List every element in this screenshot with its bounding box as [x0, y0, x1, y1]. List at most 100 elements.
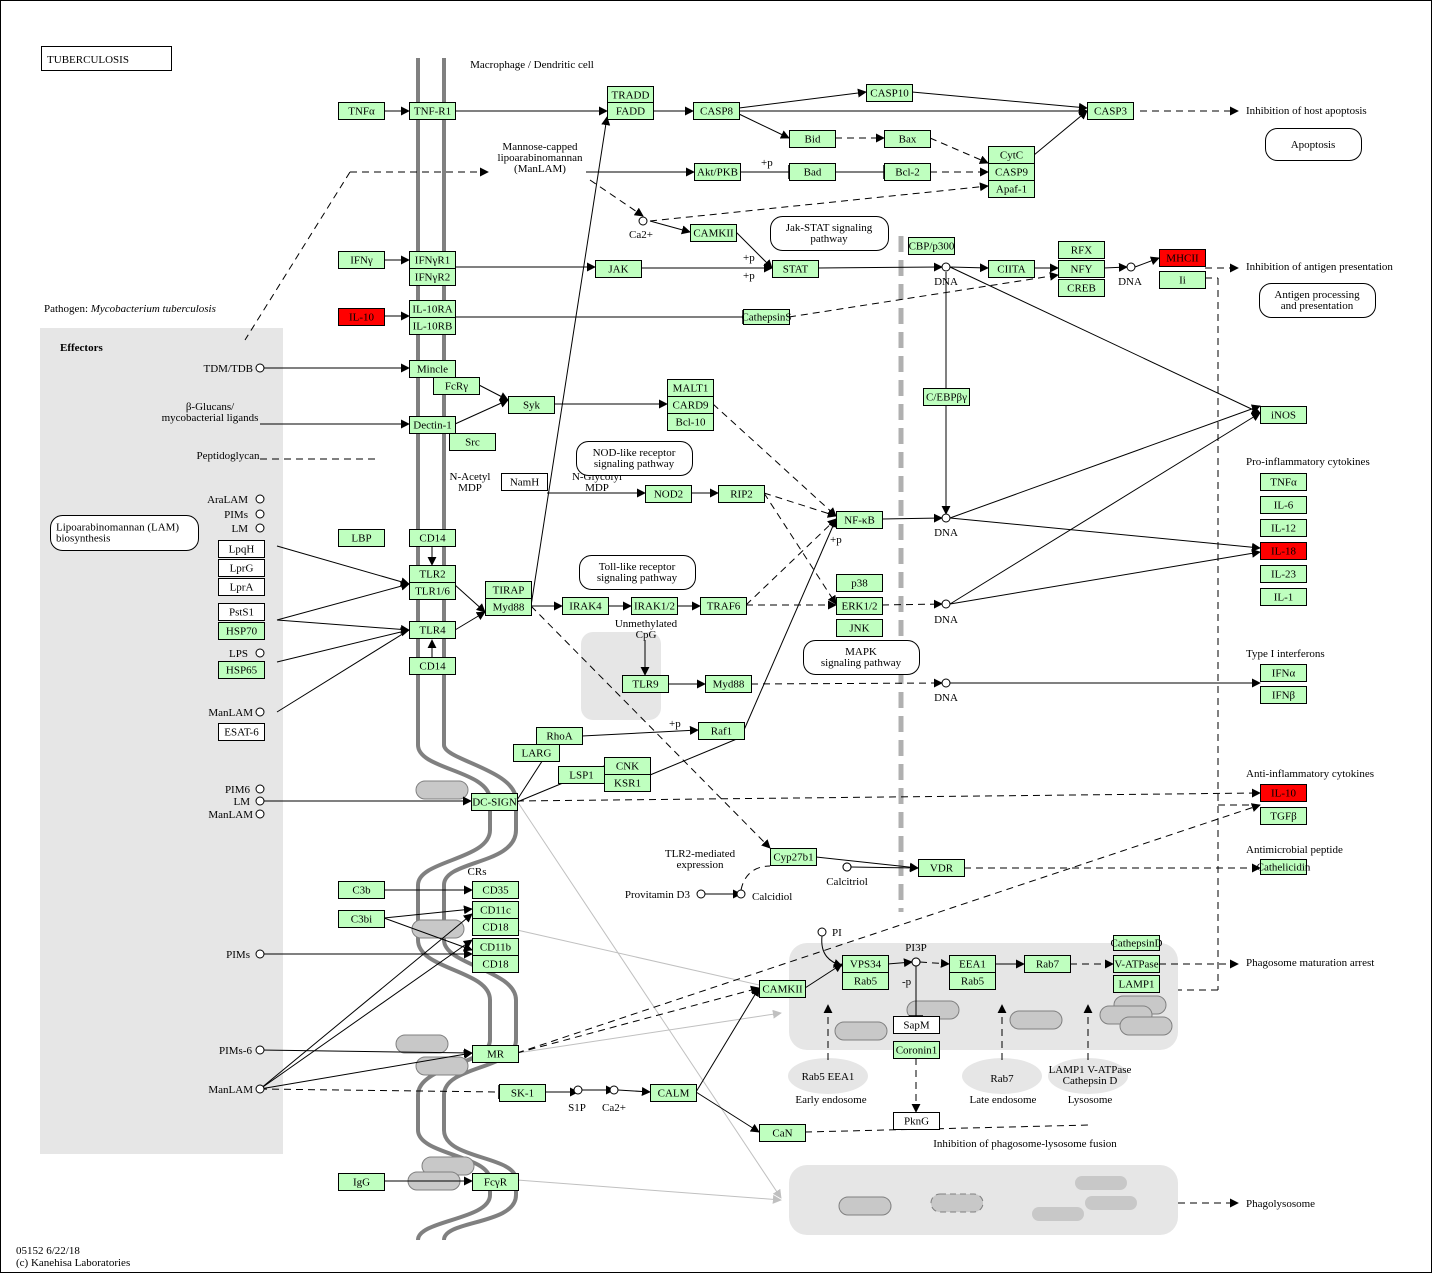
gene-il1[interactable]: IL-1: [1260, 588, 1307, 606]
gene-il10_out[interactable]: IL-10: [1260, 784, 1307, 802]
gene-lprg[interactable]: LprG: [218, 559, 265, 577]
gene-dcsign[interactable]: DC-SIGN: [471, 793, 518, 811]
gene-irak12[interactable]: IRAK1/2: [631, 597, 678, 615]
gene-myd88[interactable]: Myd88: [485, 598, 532, 616]
gene-camkii_top[interactable]: CAMKII: [690, 224, 737, 242]
gene-vdr[interactable]: VDR: [918, 859, 965, 877]
gene-hsp65[interactable]: HSP65: [218, 661, 265, 679]
gene-il12[interactable]: IL-12: [1260, 519, 1307, 537]
gene-irak4[interactable]: IRAK4: [562, 597, 609, 615]
gene-sk1[interactable]: SK-1: [499, 1084, 546, 1102]
gene-casp9[interactable]: CASP9: [988, 163, 1035, 181]
gene-nfkb[interactable]: NF-κB: [836, 511, 883, 529]
gene-ifnb[interactable]: IFNβ: [1260, 686, 1307, 704]
gene-cyp27b1[interactable]: Cyp27b1: [770, 848, 817, 866]
compound-lps[interactable]: LPS: [229, 648, 265, 660]
gene-tnfa[interactable]: TNFα: [1260, 473, 1307, 491]
gene-il18[interactable]: IL-18: [1260, 542, 1307, 560]
gene-cathelicidin[interactable]: Cathelicidin: [1257, 859, 1311, 875]
gene-dectin1[interactable]: Dectin-1: [409, 416, 456, 434]
gene-ifngr2[interactable]: IFNγR2: [409, 268, 456, 286]
gene-tnfa_in[interactable]: TNFα: [338, 102, 385, 120]
gene-rip2[interactable]: RIP2: [718, 485, 765, 503]
gene-stat[interactable]: STAT: [772, 260, 819, 278]
gene-inos[interactable]: iNOS: [1260, 406, 1307, 424]
compound-ca_bottom[interactable]: Ca2+: [602, 1085, 626, 1114]
gene-jak[interactable]: JAK: [595, 260, 642, 278]
gene-c3bi[interactable]: C3bi: [338, 910, 385, 928]
gene-eea1[interactable]: EEA1: [949, 955, 996, 973]
gene-syk[interactable]: Syk: [508, 396, 555, 414]
gene-lpra[interactable]: LprA: [218, 578, 265, 596]
gene-ifna[interactable]: IFNα: [1260, 664, 1307, 682]
compound-provitd3[interactable]: Provitamin D3: [625, 889, 706, 901]
compound-s1p[interactable]: S1P: [568, 1085, 586, 1114]
gene-c3b[interactable]: C3b: [338, 881, 385, 899]
gene-cebpb[interactable]: C/EBPβγ: [923, 388, 970, 406]
compound-lm[interactable]: LM: [232, 523, 265, 535]
gene-tgfb[interactable]: TGFβ: [1260, 807, 1307, 825]
gene-rab7[interactable]: Rab7: [1024, 955, 1071, 973]
gene-apaf1[interactable]: Apaf-1: [988, 180, 1035, 198]
gene-mhcii[interactable]: MHCII: [1159, 249, 1206, 267]
gene-lamp1[interactable]: LAMP1: [1113, 975, 1160, 993]
gene-hsp70[interactable]: HSP70: [218, 622, 265, 640]
gene-bcl2[interactable]: Bcl-2: [884, 163, 931, 181]
gene-cd14b[interactable]: CD14: [409, 657, 456, 675]
gene-ifngr1[interactable]: IFNγR1: [409, 251, 456, 269]
gene-mr[interactable]: MR: [472, 1045, 519, 1063]
compound-calcidiol[interactable]: Calcidiol: [736, 889, 792, 903]
gene-vatp[interactable]: V-ATPase: [1113, 955, 1160, 973]
gene-tirap[interactable]: TIRAP: [485, 581, 532, 599]
gene-cd18a[interactable]: CD18: [472, 918, 519, 936]
gene-cnk[interactable]: CNK: [604, 757, 651, 775]
gene-tlr2[interactable]: TLR2: [409, 565, 456, 583]
gene-igg[interactable]: IgG: [338, 1173, 385, 1191]
compound-ca_top[interactable]: Ca2+: [629, 216, 653, 241]
gene-bax[interactable]: Bax: [884, 130, 931, 148]
gene-fcgr[interactable]: FcγR: [472, 1173, 519, 1191]
compound-aralam[interactable]: AraLAM: [207, 494, 265, 506]
compound-manlam3[interactable]: ManLAM: [208, 809, 265, 821]
gene-malt1[interactable]: MALT1: [667, 379, 714, 397]
gene-il10ra[interactable]: IL-10RA: [409, 300, 456, 318]
gene-nod2[interactable]: NOD2: [645, 485, 692, 503]
gene-bad[interactable]: Bad: [789, 163, 836, 181]
gene-vps34[interactable]: VPS34: [842, 955, 889, 973]
compound-manlam2[interactable]: ManLAM: [208, 707, 265, 719]
gene-camkii_b[interactable]: CAMKII: [759, 980, 806, 998]
gene-rab5a[interactable]: Rab5: [842, 972, 889, 990]
gene-rab5b[interactable]: Rab5: [949, 972, 996, 990]
pathway-link-lam[interactable]: Lipoarabinomannan (LAM)biosynthesis: [50, 515, 199, 551]
gene-lbp[interactable]: LBP: [338, 529, 385, 547]
gene-larg[interactable]: LARG: [513, 744, 560, 762]
gene-namh[interactable]: NamH: [501, 473, 548, 491]
compound-pims2[interactable]: PIMs: [226, 949, 265, 961]
gene-ii[interactable]: Ii: [1159, 271, 1206, 289]
gene-coronin[interactable]: Coronin1: [893, 1041, 940, 1059]
gene-creb[interactable]: CREB: [1058, 279, 1105, 297]
gene-tlr16[interactable]: TLR1/6: [409, 582, 456, 600]
gene-casp10[interactable]: CASP10: [866, 84, 913, 102]
compound-pim6[interactable]: PIM6: [225, 784, 265, 796]
gene-esat6[interactable]: ESAT-6: [218, 723, 265, 741]
gene-myd88b[interactable]: Myd88: [705, 675, 752, 693]
gene-ciita[interactable]: CIITA: [988, 260, 1035, 278]
gene-src[interactable]: Src: [449, 433, 496, 451]
gene-lpqh[interactable]: LpqH: [218, 540, 265, 558]
gene-cd18b[interactable]: CD18: [472, 955, 519, 973]
gene-tnfr1[interactable]: TNF-R1: [409, 102, 456, 120]
compound-pims[interactable]: PIMs: [224, 509, 265, 521]
gene-psts1[interactable]: PstS1: [218, 603, 265, 621]
gene-fadd[interactable]: FADD: [607, 102, 654, 120]
compound-tdm[interactable]: TDM/TDB: [204, 363, 265, 375]
gene-jnk[interactable]: JNK: [836, 619, 883, 637]
gene-casp8[interactable]: CASP8: [693, 102, 740, 120]
gene-il10_in[interactable]: IL-10: [338, 308, 385, 326]
gene-catS[interactable]: CathepsinS: [741, 309, 792, 325]
